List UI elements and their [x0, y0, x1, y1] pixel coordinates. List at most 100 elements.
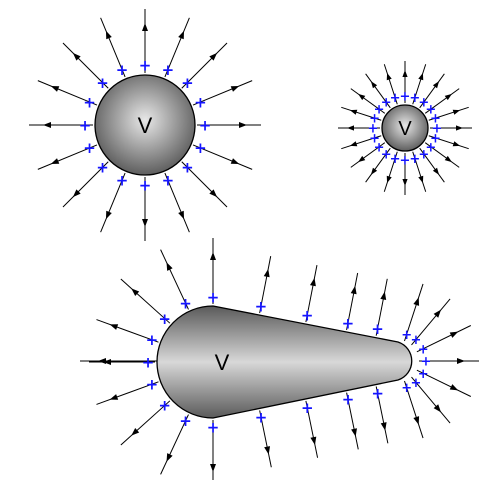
- field-line: [412, 151, 427, 192]
- field-line: [37, 144, 98, 170]
- plus-charge: +: [418, 342, 429, 357]
- field-line: [419, 358, 479, 364]
- field-line: [305, 265, 318, 323]
- plus-charge: +: [181, 159, 194, 177]
- field-line: [197, 122, 261, 128]
- plus-charge: +: [142, 353, 155, 371]
- field-line: [383, 64, 398, 105]
- plus-charge: +: [181, 74, 194, 92]
- field-line: [164, 17, 190, 78]
- field-line: [96, 381, 159, 405]
- plus-charge: +: [96, 74, 109, 92]
- field-line: [424, 88, 460, 114]
- plus-charge: +: [418, 367, 429, 382]
- field-line: [350, 88, 386, 114]
- plus-charge: +: [146, 375, 159, 393]
- plus-charge: +: [411, 376, 422, 391]
- plus-charge: +: [158, 310, 171, 328]
- small-sphere-label: V: [398, 118, 412, 140]
- field-line: [338, 125, 380, 131]
- field-line: [210, 238, 216, 304]
- plus-charge: +: [162, 61, 175, 79]
- plus-charge: +: [369, 131, 380, 146]
- plus-charge: +: [411, 333, 422, 348]
- field-line: [402, 61, 408, 103]
- field-line: [375, 386, 389, 444]
- field-line: [365, 147, 391, 183]
- teardrop-conductor: [156, 305, 413, 419]
- field-line: [120, 400, 171, 446]
- field-line: [142, 177, 148, 241]
- large-sphere-label: V: [138, 113, 153, 138]
- plus-charge: +: [139, 56, 152, 74]
- field-line: [181, 42, 228, 89]
- field-line: [341, 135, 382, 150]
- plus-charge: +: [390, 91, 401, 106]
- field-line: [350, 142, 386, 168]
- field-line: [411, 298, 451, 346]
- field-line: [341, 106, 382, 121]
- field-line: [305, 400, 319, 458]
- plus-charge: +: [342, 391, 355, 409]
- plus-charge: +: [418, 147, 429, 162]
- plus-charge: +: [207, 418, 220, 436]
- plus-charge: +: [425, 103, 436, 118]
- plus-charge: +: [194, 93, 207, 111]
- field-line: [404, 283, 424, 342]
- plus-charge: +: [409, 152, 420, 167]
- plus-charge: +: [96, 159, 109, 177]
- plus-charge: +: [418, 96, 429, 111]
- field-line: [160, 414, 189, 475]
- plus-charge: +: [158, 397, 171, 415]
- field-line: [411, 376, 451, 424]
- field-line: [346, 392, 359, 450]
- plus-charge: +: [430, 131, 441, 146]
- field-line: [210, 420, 216, 480]
- plus-charge: +: [83, 93, 96, 111]
- field-line: [120, 278, 171, 324]
- field-line: [428, 106, 469, 121]
- plus-charge: +: [371, 320, 384, 338]
- plus-charge: +: [401, 328, 412, 343]
- plus-charge: +: [179, 294, 192, 312]
- field-line: [428, 135, 469, 150]
- plus-charge: +: [194, 139, 207, 157]
- field-line: [62, 161, 109, 208]
- plus-charge: +: [381, 147, 392, 162]
- field-line: [164, 172, 190, 233]
- plus-charge: +: [116, 172, 129, 190]
- large-sphere-conductor: [94, 74, 196, 176]
- field-line: [142, 9, 148, 73]
- small-sphere-conductor: [381, 104, 429, 152]
- plus-charge: +: [425, 140, 436, 155]
- plus-charge: +: [301, 306, 314, 324]
- field-line: [29, 122, 93, 128]
- field-line: [416, 369, 472, 397]
- field-line: [259, 410, 272, 468]
- field-line: [346, 272, 359, 331]
- field-line: [419, 73, 445, 109]
- plus-charge: +: [139, 176, 152, 194]
- field-line: [383, 151, 398, 192]
- field-line: [416, 325, 472, 353]
- field-line: [259, 256, 272, 314]
- field-line: [62, 42, 109, 89]
- field-line: [100, 172, 126, 233]
- plus-charge: +: [146, 331, 159, 349]
- field-line: [404, 380, 424, 439]
- field-line: [192, 80, 253, 106]
- plus-charge: +: [400, 154, 411, 169]
- field-line: [96, 319, 159, 343]
- plus-charge: +: [255, 409, 268, 427]
- field-line: [192, 144, 253, 170]
- plus-charge: +: [79, 116, 92, 134]
- field-line: [80, 358, 158, 364]
- plus-charge: +: [374, 140, 385, 155]
- plus-charge: +: [207, 288, 220, 306]
- plus-charge: +: [374, 103, 385, 118]
- plus-charge: +: [401, 381, 412, 396]
- teardrop-label: V: [215, 350, 230, 375]
- field-line: [181, 161, 228, 208]
- field-line: [412, 64, 427, 105]
